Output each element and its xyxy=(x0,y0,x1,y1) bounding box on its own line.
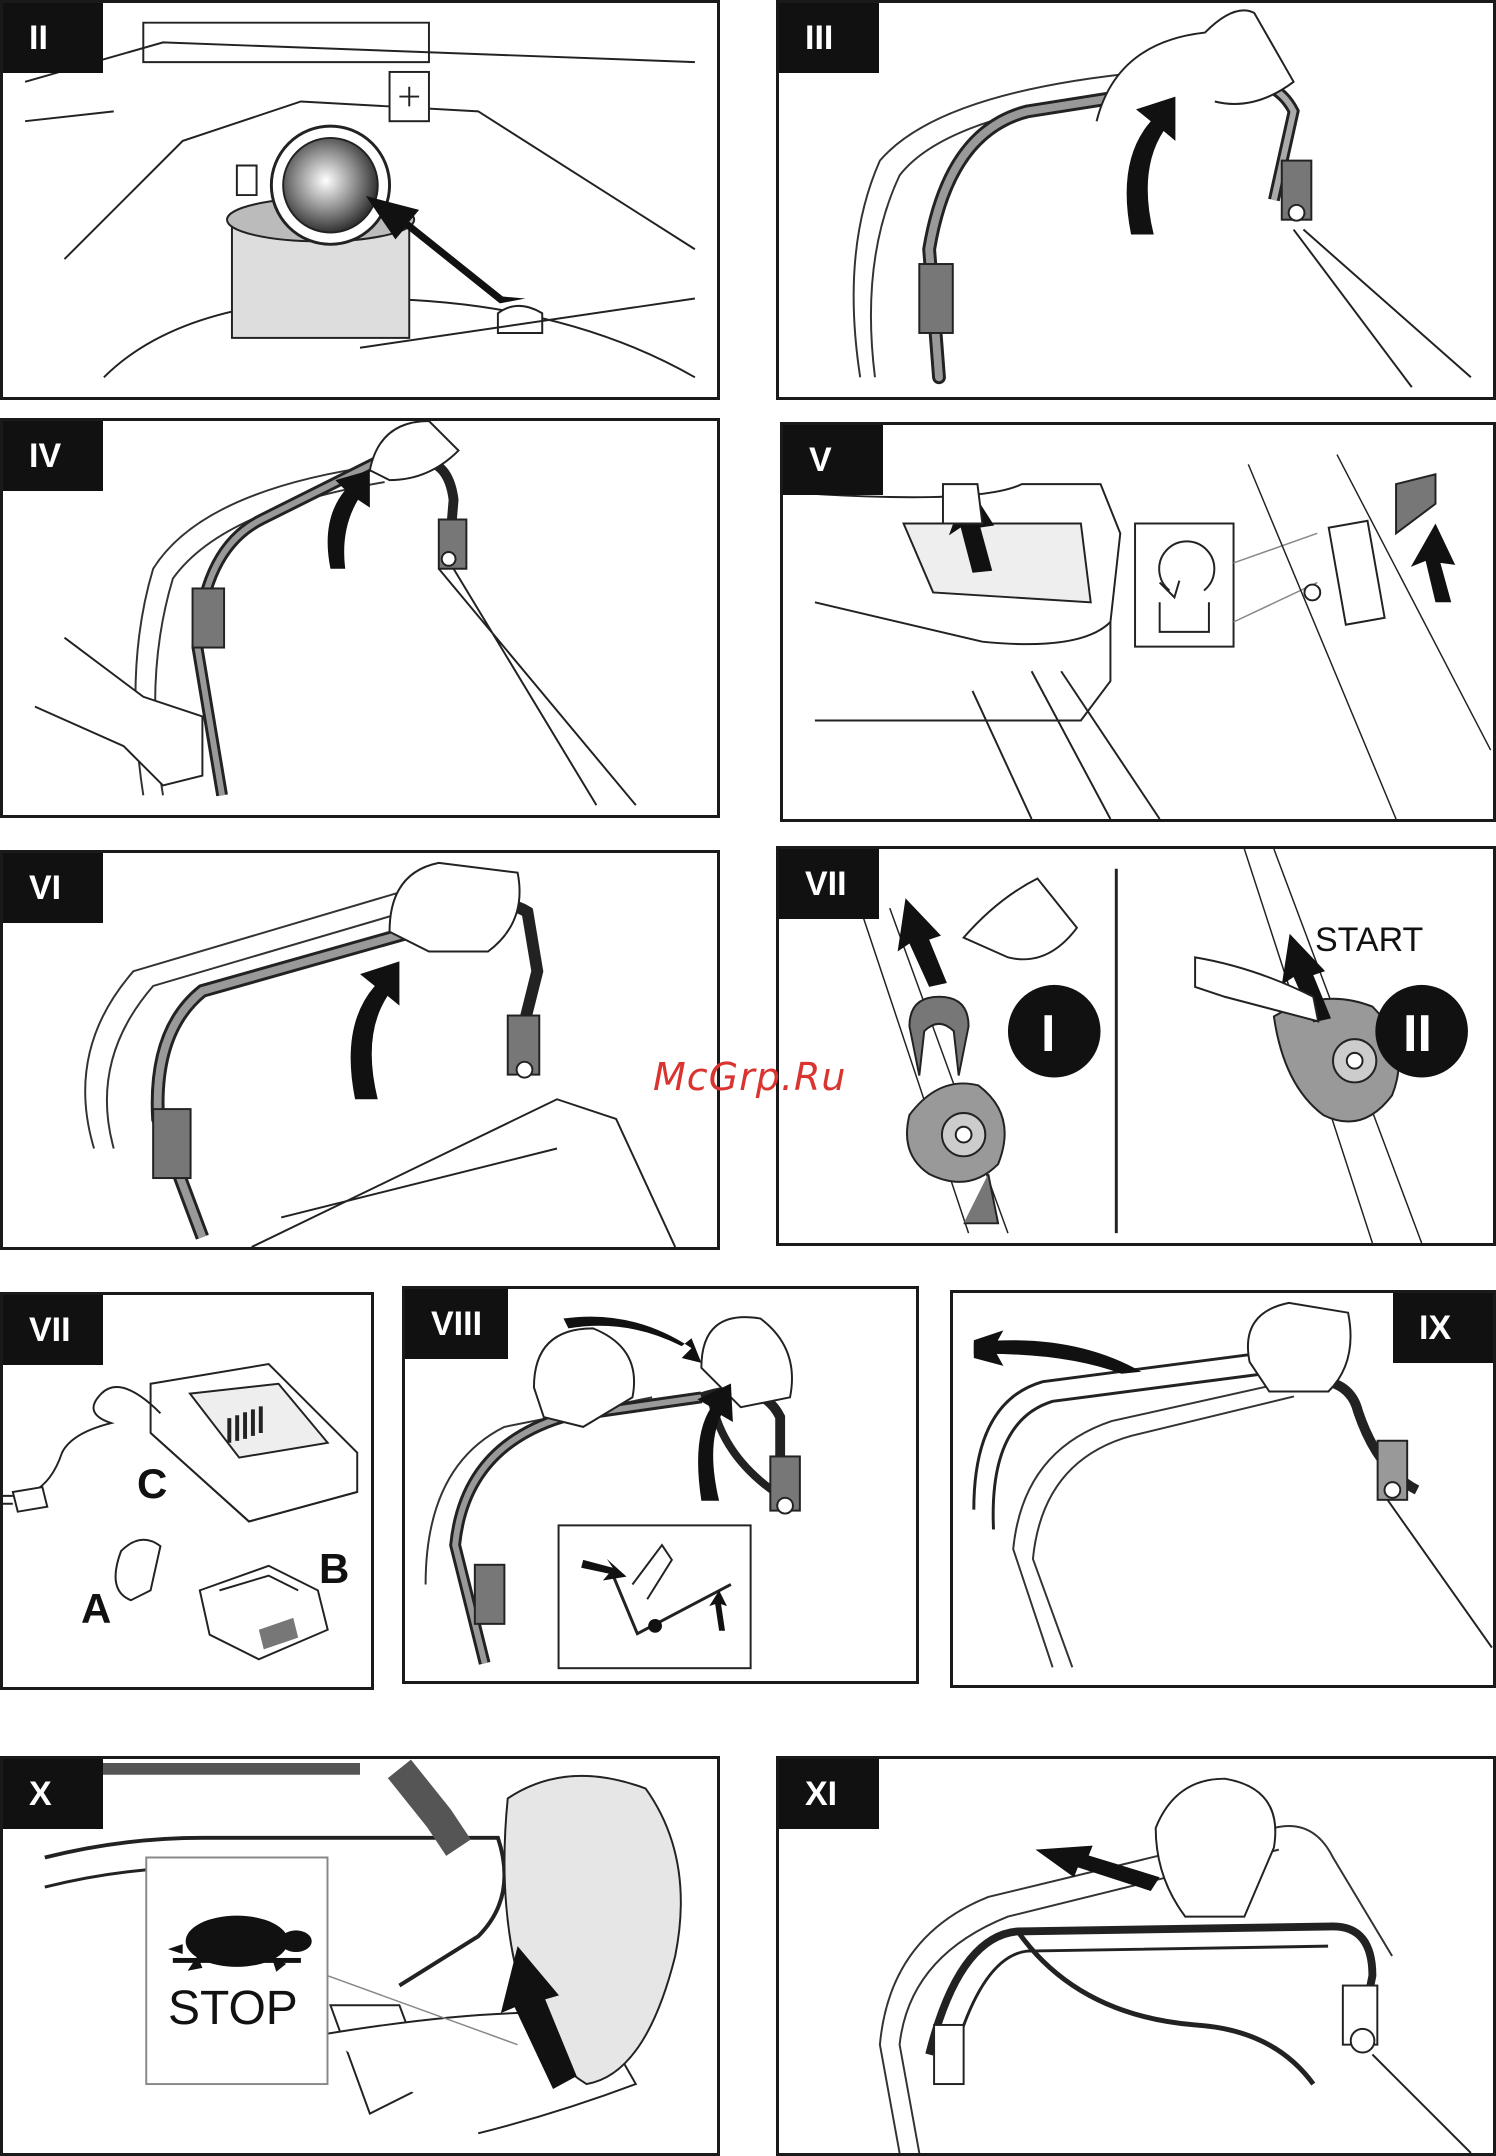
panel-label: VIII xyxy=(405,1289,508,1359)
stop-lever-illustration xyxy=(3,1759,717,2153)
handle-lock-illustration xyxy=(3,853,717,1247)
panel-xi: XI xyxy=(776,1756,1496,2156)
panel-iii: III xyxy=(776,0,1496,400)
letter-a: A xyxy=(81,1585,111,1633)
panel-label: IV xyxy=(3,421,103,491)
panel-label: II xyxy=(3,3,103,73)
start-label: START xyxy=(1315,921,1423,960)
panel-ix: IX xyxy=(950,1290,1496,1688)
panel-x: X STOP xyxy=(0,1756,720,2156)
letter-b: B xyxy=(319,1545,349,1593)
panel-v: V xyxy=(780,422,1496,822)
panel-label: VII xyxy=(779,849,879,919)
safety-key-icon xyxy=(909,997,968,1076)
panel-viii: VIII xyxy=(402,1286,919,1684)
badge-i: I xyxy=(1041,1004,1055,1064)
panel-label: VI xyxy=(3,853,103,923)
panel-label: XI xyxy=(779,1759,879,1829)
letter-c: C xyxy=(137,1460,167,1508)
panel-label: III xyxy=(779,3,879,73)
handle-raise-illustration xyxy=(779,3,1493,397)
panel-vi: VI xyxy=(0,850,720,1250)
badge-ii: II xyxy=(1403,1004,1432,1064)
panel-ii: II xyxy=(0,0,720,400)
panel-label: V xyxy=(783,425,883,495)
start-procedure-illustration xyxy=(779,849,1493,1243)
panel-label: VII xyxy=(3,1295,103,1365)
panel-iv: IV xyxy=(0,418,720,818)
handle-unfold-illustration xyxy=(3,421,717,815)
panel-vii-start: VII START I II xyxy=(776,846,1496,1246)
panel-label: IX xyxy=(1393,1293,1493,1363)
stop-label: STOP xyxy=(168,1981,298,2036)
stop-release-illustration xyxy=(779,1759,1493,2153)
plug-icon xyxy=(13,1487,47,1512)
watermark: McGrp.Ru xyxy=(653,1055,846,1099)
height-adjust-illustration xyxy=(783,425,1493,819)
panel-label: X xyxy=(3,1759,103,1829)
safety-key-icon xyxy=(116,1540,161,1600)
battery-slot-illustration xyxy=(3,3,717,397)
panel-vii-parts: VII C B A xyxy=(0,1292,374,1690)
